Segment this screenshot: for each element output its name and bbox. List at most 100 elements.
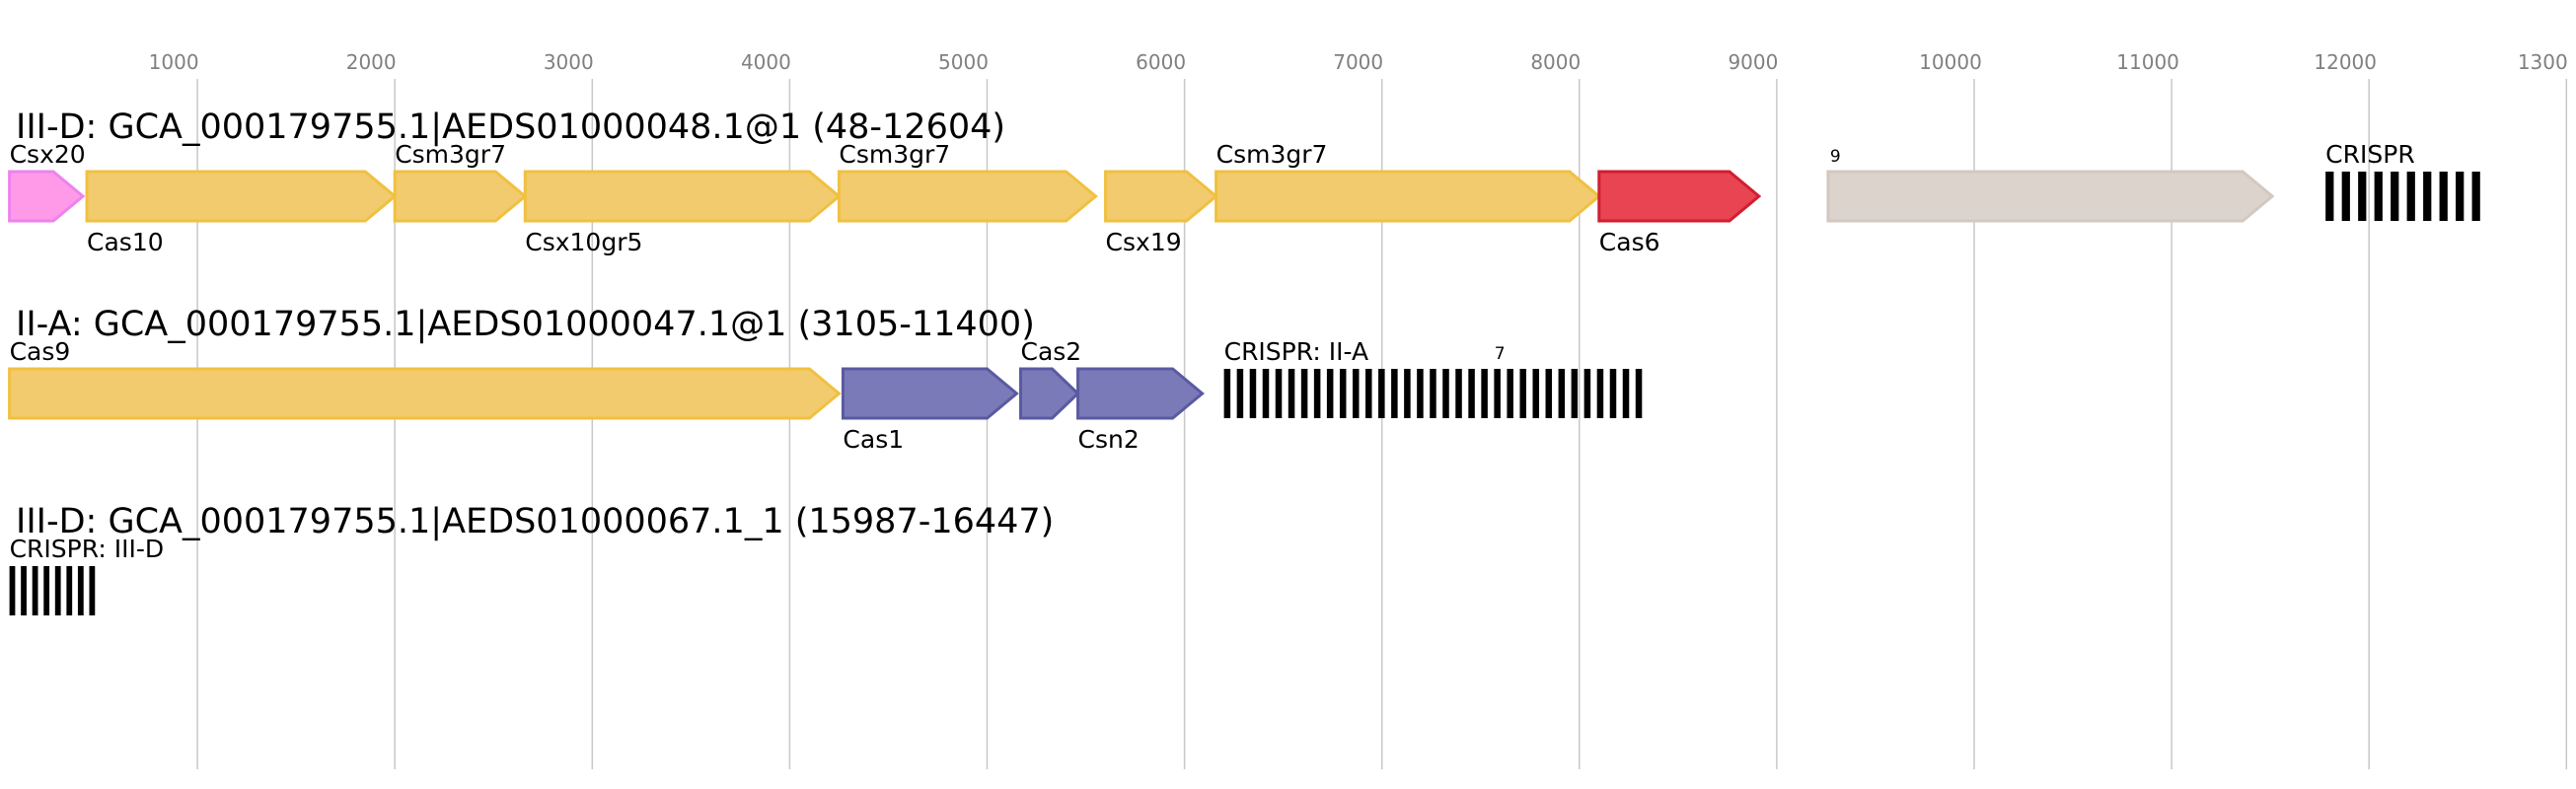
crispr-repeat-bar: [1275, 369, 1283, 418]
crispr-repeat-bar: [1352, 369, 1360, 418]
crispr-label: CRISPR: [2325, 140, 2415, 169]
gene-label: Cas1: [843, 425, 904, 454]
axis-tick-label: 11000: [2116, 50, 2179, 74]
crispr-label: CRISPR: II-A: [1224, 337, 1368, 366]
axis-tick-label: 1000: [149, 50, 199, 74]
crispr-repeat-bar: [2391, 172, 2399, 221]
gene-label: Csx10gr5: [525, 228, 642, 256]
crispr-repeat-bar: [1326, 369, 1334, 418]
crispr-repeat-bar: [9, 566, 16, 615]
crispr-repeat-bar: [2358, 172, 2367, 221]
axis-tick-label: 8000: [1530, 50, 1581, 74]
axis-tick-label: 4000: [741, 50, 791, 74]
gene-arrow[interactable]: [393, 170, 528, 223]
gene-arrow[interactable]: [1104, 170, 1218, 223]
axis-tick-label: 10000: [1919, 50, 1982, 74]
crispr-repeat-bar: [1571, 369, 1579, 418]
crispr-repeat-bar: [1262, 369, 1270, 418]
crispr-repeat-bar: [1532, 369, 1540, 418]
gene-label: Csm3gr7: [839, 140, 950, 169]
crispr-repeat-bar: [1519, 369, 1526, 418]
gene-arrow[interactable]: [8, 170, 86, 223]
gene-arrow[interactable]: [1019, 367, 1080, 420]
crispr-repeat-bar: [1635, 369, 1643, 418]
crispr-repeat-bar: [1494, 369, 1501, 418]
gene-arrow[interactable]: [1214, 170, 1602, 223]
crispr-array[interactable]: [2325, 172, 2480, 221]
crispr-repeat-bar: [1468, 369, 1475, 418]
axis-tick-label: 1300: [2518, 50, 2568, 74]
gene-label: Cas2: [1021, 337, 1082, 366]
crispr-repeat-bar: [1622, 369, 1630, 418]
crispr-repeat-bar: [1236, 369, 1244, 418]
axis-tick-label: 7000: [1333, 50, 1383, 74]
crispr-repeat-bar: [66, 566, 73, 615]
track: II-A: GCA_000179755.1|AEDS01000047.1@1 (…: [8, 305, 1643, 454]
track: III-D: GCA_000179755.1|AEDS01000067.1_1 …: [9, 502, 1054, 615]
crispr-label: CRISPR: III-D: [10, 535, 165, 563]
crispr-repeat-bar: [32, 566, 38, 615]
gene-label: Csm3gr7: [1216, 140, 1328, 169]
axis-tick-label: 5000: [938, 50, 989, 74]
crispr-repeat-bar: [1596, 369, 1604, 418]
crispr-repeat-bar: [1442, 369, 1449, 418]
crispr-repeat-bar: [1378, 369, 1385, 418]
crispr-repeat-bar: [1430, 369, 1436, 418]
gene-arrow[interactable]: [837, 170, 1098, 223]
crispr-repeat-bar: [54, 566, 61, 615]
gene-label: Cas10: [87, 228, 164, 256]
crispr-repeat-bar: [1417, 369, 1424, 418]
crispr-array[interactable]: [9, 566, 96, 615]
crispr-repeat-bar: [1391, 369, 1398, 418]
track: III-D: GCA_000179755.1|AEDS01000048.1@1 …: [8, 108, 2480, 256]
axis-tick-label: 12000: [2314, 50, 2377, 74]
gene-label: Csn2: [1078, 425, 1140, 454]
crispr-repeat-bar: [1455, 369, 1462, 418]
crispr-repeat-bar: [2325, 172, 2334, 221]
repeat-count-label: 9: [1830, 147, 1841, 167]
gene-arrow[interactable]: [1826, 170, 2275, 223]
crispr-repeat-bar: [2456, 172, 2465, 221]
gene-arrow[interactable]: [85, 170, 398, 223]
track-title: III-D: GCA_000179755.1|AEDS01000048.1@1 …: [16, 108, 1005, 147]
crispr-repeat-bar: [1300, 369, 1308, 418]
crispr-repeat-bar: [89, 566, 96, 615]
crispr-repeat-bar: [1507, 369, 1513, 418]
crispr-repeat-bar: [1249, 369, 1257, 418]
crispr-repeat-bar: [1365, 369, 1372, 418]
crispr-repeat-bar: [2406, 172, 2415, 221]
axis-tick-label: 6000: [1136, 50, 1186, 74]
crispr-repeat-bar: [2423, 172, 2432, 221]
gene-label: Cas9: [10, 337, 71, 366]
gene-label: Csx20: [10, 140, 86, 169]
track-title: III-D: GCA_000179755.1|AEDS01000067.1_1 …: [16, 502, 1054, 541]
axis-tick-label: 3000: [544, 50, 594, 74]
axis-tick-label: 2000: [346, 50, 397, 74]
track-title: II-A: GCA_000179755.1|AEDS01000047.1@1 (…: [16, 305, 1035, 344]
crispr-repeat-bar: [1288, 369, 1295, 418]
axis-tick-label: 9000: [1728, 50, 1778, 74]
gene-arrow[interactable]: [1597, 170, 1762, 223]
crispr-repeat-bar: [1609, 369, 1617, 418]
crispr-repeat-bar: [1339, 369, 1347, 418]
crispr-repeat-bar: [1583, 369, 1591, 418]
gene-label: Csm3gr7: [395, 140, 506, 169]
crispr-repeat-bar: [21, 566, 27, 615]
gene-label: Cas6: [1599, 228, 1660, 256]
crispr-array[interactable]: [1223, 369, 1643, 418]
gene-arrow[interactable]: [523, 170, 842, 223]
crispr-repeat-bar: [43, 566, 50, 615]
gene-arrow[interactable]: [1076, 367, 1205, 420]
gene-label: Csx19: [1106, 228, 1182, 256]
crispr-repeat-bar: [1223, 369, 1231, 418]
tracks: III-D: GCA_000179755.1|AEDS01000048.1@1 …: [8, 108, 2480, 615]
axis-tick-labels: 1000 2000 3000 4000 5000 6000 7000 8000 9000 1000…: [149, 50, 2568, 74]
crispr-repeat-bar: [2341, 172, 2350, 221]
gene-arrow[interactable]: [841, 367, 1019, 420]
crispr-repeat-bar: [2374, 172, 2383, 221]
crispr-repeat-bar: [2471, 172, 2480, 221]
crispr-repeat-bar: [77, 566, 84, 615]
crispr-repeat-bar: [2439, 172, 2448, 221]
gene-arrow[interactable]: [8, 367, 842, 420]
